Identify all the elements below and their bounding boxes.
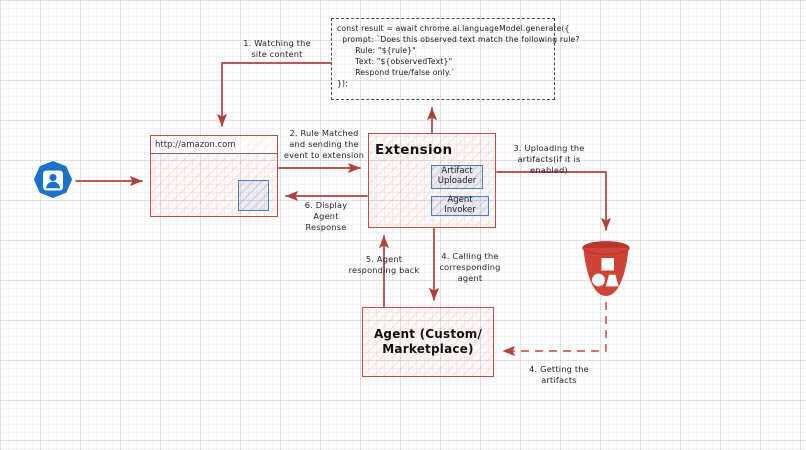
user-icon (32, 160, 74, 202)
agent-box[interactable]: Agent (Custom/ Marketplace) (362, 307, 494, 377)
annotation-5: 5. Agent responding back (348, 254, 420, 275)
agent-invoker-chip[interactable]: Agent Invoker (431, 196, 489, 216)
annotation-1: 1. Watching the site content (243, 38, 311, 59)
browser-address-bar[interactable]: http://amazon.com (151, 136, 277, 154)
agent-label: Agent (Custom/ Marketplace) (363, 308, 493, 376)
arrow-uploading-artifacts (496, 171, 612, 231)
annotation-2: 2. Rule Matched and sending the event to… (283, 128, 365, 160)
annotation-6: 6. Display Agent Response (304, 200, 348, 232)
annotation-3: 3. Uploading the artifacts(if it is enab… (513, 143, 585, 175)
agent-label-line1: Agent (Custom/ (373, 327, 483, 341)
annotation-7: 4. Getting the artifacts (529, 364, 589, 385)
code-snippet-text: const result = await chrome.ai.languageM… (337, 24, 580, 88)
extension-box[interactable]: Extension Artifact Uploader Agent Invoke… (368, 133, 496, 228)
arrow-getting-artifacts (502, 302, 607, 357)
agent-invoker-label: Agent Invoker (444, 195, 476, 215)
extension-title: Extension (375, 142, 453, 158)
agent-label-line2: Marketplace) (382, 342, 474, 356)
observed-content-region (238, 180, 269, 211)
bucket-icon (577, 238, 635, 300)
artifact-uploader-label: Artifact Uploader (437, 166, 477, 186)
browser-window[interactable]: http://amazon.com (150, 135, 278, 217)
code-snippet-block: const result = await chrome.ai.languageM… (331, 18, 580, 100)
artifact-uploader-chip[interactable]: Artifact Uploader (431, 165, 483, 189)
browser-url-text: http://amazon.com (155, 139, 236, 150)
arrow-watching-site-content (216, 62, 332, 127)
annotation-4: 4. Calling the corresponding agent (439, 251, 501, 283)
